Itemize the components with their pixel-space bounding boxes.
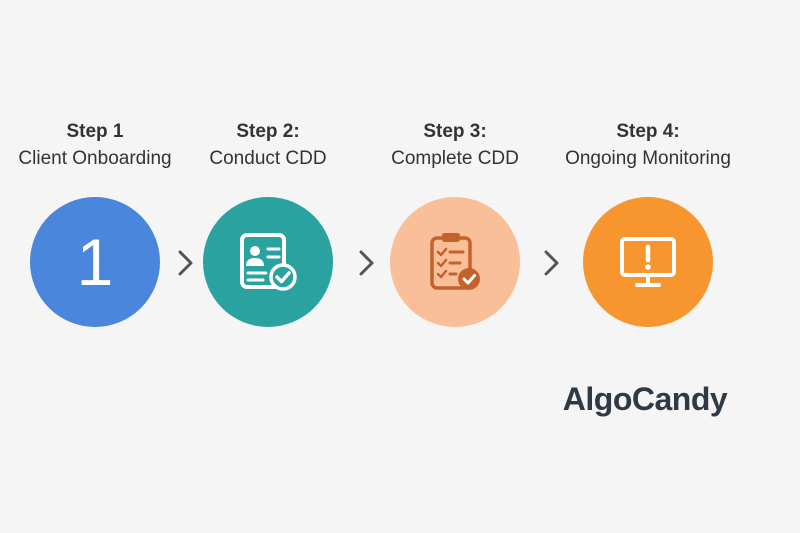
step-3-circle [390, 197, 520, 327]
clipboard-checklist-icon [430, 233, 480, 290]
step-1-circle: 1 [30, 197, 160, 327]
chevron-right-icon [359, 250, 374, 276]
chevron-right-icon [544, 250, 559, 276]
step-4-subtitle: Ongoing Monitoring [565, 148, 731, 169]
step-4-title: Step 4: [616, 121, 680, 142]
step-3-title: Step 3: [423, 121, 487, 142]
step-2-title: Step 2: [236, 121, 300, 142]
step-3-subtitle: Complete CDD [391, 148, 519, 169]
step-4-circle [583, 197, 713, 327]
step-2-subtitle: Conduct CDD [209, 148, 327, 169]
chevron-right-icon [178, 250, 193, 276]
step-1-number: 1 [76, 225, 114, 299]
step-2-circle [203, 197, 333, 327]
step-1-title: Step 1 [66, 121, 124, 142]
brand-logo-text: AlgoCandy [562, 381, 728, 417]
id-card-check-icon [240, 233, 297, 291]
monitor-alert-icon [620, 237, 676, 287]
step-1-subtitle: Client Onboarding [18, 148, 172, 169]
